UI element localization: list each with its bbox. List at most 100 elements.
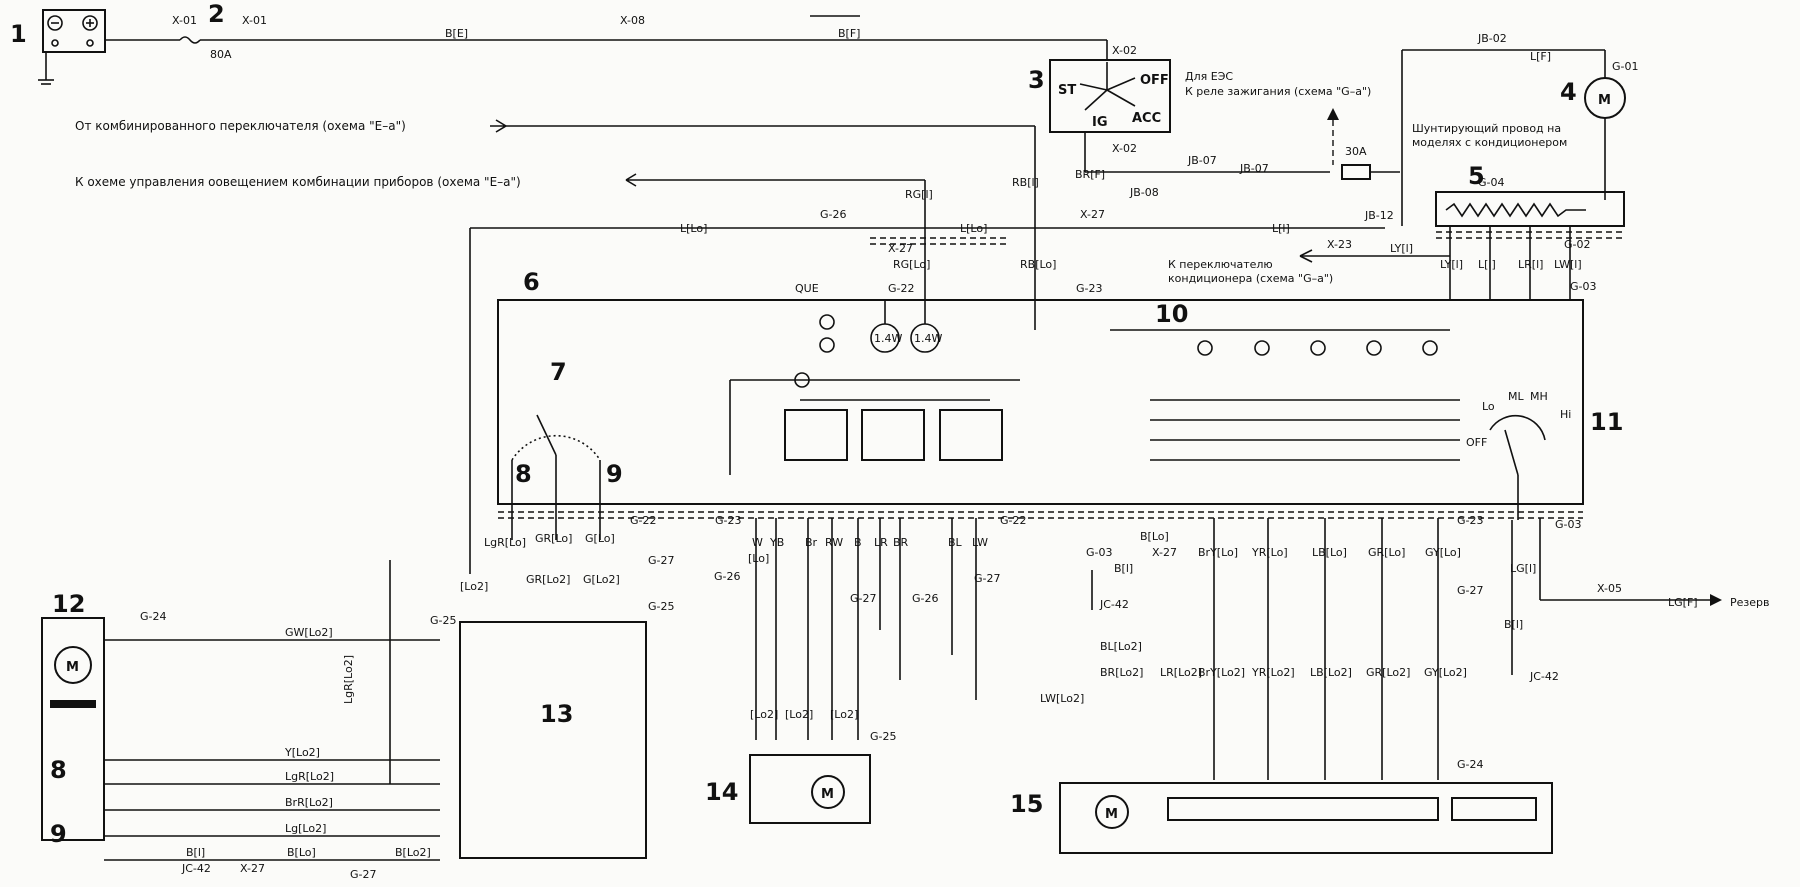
wire-lrlo2: LR[Lo2] [1160,666,1202,679]
wire-br: Br [805,536,818,549]
wire-ll: L[l] [1272,222,1290,235]
conn-g26c: G-26 [912,592,939,605]
wire-lglo2: Lg[Lo2] [285,822,326,835]
component-number-11: 11 [1590,408,1623,436]
wire-bl-l3: B[l] [186,846,205,859]
conn-g26a: G-26 [820,208,847,221]
component-number-8a: 8 [515,460,532,488]
conn-x27a: X-27 [1080,208,1105,221]
fan-switch-arc [1489,414,1546,441]
wire-glo: G[Lo] [585,532,615,545]
conn-g01: G-01 [1612,60,1639,73]
arrow-up-icon [1327,108,1339,120]
conn-jc42a: JC-42 [1099,598,1129,611]
wire-gr: GR[Lo] [1368,546,1405,559]
arrow-left-icon [625,173,640,187]
note-ac1: К переключателю [1168,258,1273,271]
note-shunt1: Шунтирующий провод на [1412,122,1561,135]
component-number-10: 10 [1155,300,1188,328]
wire-ylo2: Y[Lo2] [284,746,320,759]
wire-rb1: RB[l] [1012,176,1039,189]
wire-lo2z: [Lo2] [830,708,858,721]
conn-g25b: G-25 [870,730,897,743]
air-mix-motor-icon [1095,795,1129,829]
resistor-coil [1445,202,1586,218]
battery-positive-terminal [82,15,98,31]
conn-g27a: G-27 [648,554,675,567]
component-number-14: 14 [705,778,738,806]
conn-x02a: X-02 [1112,44,1137,57]
conn-g03c: G-03 [1086,546,1113,559]
conn-x01b: X-01 [242,14,267,27]
conn-x02b: X-02 [1112,142,1137,155]
conn-x27c: X-27 [1152,546,1177,559]
actuator-motor-icon [811,775,845,809]
lamp-icon [1422,340,1438,356]
wire-w: W [752,536,763,549]
note-rele: К реле зажигания (схема "G–a") [1185,85,1371,98]
lamp-icon [1254,340,1270,356]
battery-box [42,9,106,53]
wire-lo2: [Lo2] [460,580,488,593]
wire-llo2: L[Lo] [960,222,987,235]
conn-jb02: JB-02 [1477,32,1507,45]
wire-lwlo2: LW[Lo2] [1040,692,1084,705]
air-mix-unit-15-box [1059,782,1553,854]
component-number-15: 15 [1010,790,1043,818]
conn-x05: X-05 [1597,582,1622,595]
wire-rglo: RG[Lo] [893,258,930,271]
conn-jb12: JB-12 [1364,209,1394,222]
bulb-1-label: 1.4W [874,332,902,345]
wire-lwl: LW[l] [1554,258,1582,271]
lamp-icon [1366,340,1382,356]
conn-jb07b: JB-07 [1239,162,1269,175]
wire-lf: L[F] [1530,50,1551,63]
pos-ml: ML [1508,390,1524,403]
conn-g22c: G-22 [1000,514,1027,527]
wire-brf: BR[F] [1075,168,1105,181]
ign-ig: IG [1092,115,1108,130]
note-dlya: Для ЕЭС [1185,70,1233,83]
relay-2-icon [861,409,925,461]
component-number-6: 6 [523,268,540,296]
wire-glo2: G[Lo2] [583,573,620,586]
wire-lgl: LG[l] [1510,562,1536,575]
wire-grlo2b: GR[Lo2] [1366,666,1410,679]
conn-g24a: G-24 [140,610,167,623]
wire-lblo2: LB[Lo2] [1310,666,1352,679]
note-from-switch: От комбинированного переключателя (охема… [75,119,406,133]
wire-bl-l2: B[l] [1504,618,1523,631]
conn-g03b: G-03 [1555,518,1582,531]
motor-label-12: M [66,660,79,675]
wire-lb: LB[Lo] [1312,546,1347,559]
conn-g02: G-02 [1564,238,1591,251]
wire-blo3: B[Lo2] [395,846,431,859]
conn-jb08: JB-08 [1129,186,1159,199]
conn-x27d: X-27 [240,862,265,875]
motor-label-4: M [1598,93,1611,108]
wire-lgrlo2: LgR[Lo2] [342,655,355,704]
ign-off: OFF [1140,73,1169,88]
sensor-end-block [1451,797,1537,821]
conn-g03a: G-03 [1570,280,1597,293]
component-number-1: 1 [10,20,27,48]
wire-lgf: LG[F] [1668,596,1698,609]
actuator-14-box [749,754,871,824]
wire-brrlo2: BrR[Lo2] [285,796,333,809]
wire-lo2x: [Lo2] [750,708,778,721]
conn-x08: X-08 [620,14,645,27]
wire-gwlo2: GW[Lo2] [285,626,333,639]
wire-lyl: LY[l] [1390,242,1413,255]
wire-brlo2: BR[Lo2] [1100,666,1143,679]
conn-g25a: G-25 [648,600,675,613]
conn-g27d: G-27 [1457,584,1484,597]
wire-lgrlo2b: LgR[Lo2] [285,770,334,783]
wire-bl: BL [948,536,963,549]
ign-acc: ACC [1132,111,1161,126]
motor-label-14: M [821,787,834,802]
relay-1-icon [784,409,848,461]
control-unit-13-box [459,621,647,859]
fuse-30a-icon [1341,164,1371,180]
pos-off: OFF [1466,436,1487,449]
